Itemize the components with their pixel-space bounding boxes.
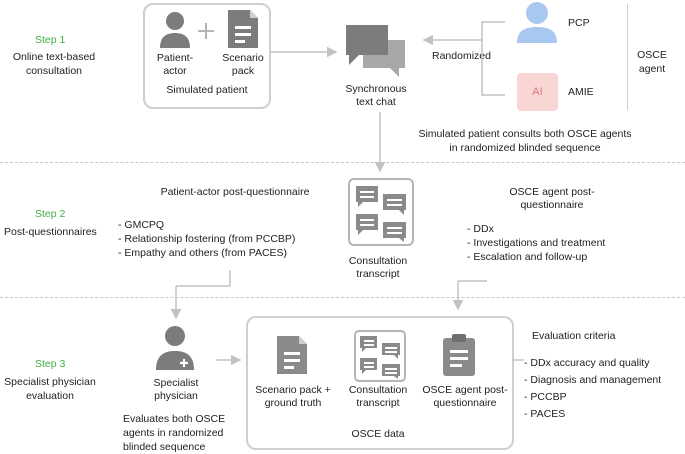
agent-questionnaire-item: Investigations and treatment [467,236,605,250]
simulated-patient-label: Simulated patient [166,84,248,96]
transcript-label: Consultation transcript [348,255,408,280]
criteria-item: DDx accuracy and quality [524,355,661,372]
amie-label: AMIE [568,86,594,98]
scenario-pack-icon [277,336,307,374]
criteria-title: Evaluation criteria [532,330,616,342]
plus-icon [198,23,214,39]
agent-questionnaire-list: DDx Investigations and treatment Escalat… [467,222,605,264]
patient-questionnaire-item: GMCPQ [118,218,295,232]
patient-questionnaire-item: Empathy and others (from PACES) [118,246,295,260]
amie-avatar: AI [517,73,558,111]
synchronous-chat-label: Synchronous text chat [345,83,407,108]
patient-actor-label: Patient-actor [156,52,194,77]
step1-label: Step 1 [35,34,66,46]
step2-label: Step 2 [35,208,66,220]
criteria-item: Diagnosis and management [524,372,661,389]
patient-actor-icon [160,12,190,48]
scenario-truth-label: Scenario pack + ground truth [255,384,331,409]
randomized-label: Randomized [432,50,491,62]
agent-questionnaire-title: OSCE agent post-questionnaire [509,186,595,211]
step1-title: Online text-based consultation [12,51,96,77]
agent-bracket [481,21,505,96]
step1-note: Simulated patient consults both OSCE age… [418,128,632,154]
criteria-item: PCCBP [524,389,661,406]
criteria-list: DDx accuracy and quality Diagnosis and m… [524,355,661,423]
transcript-icon [348,178,414,246]
separator-2 [0,297,685,298]
patient-questionnaire-list: GMCPQ Relationship fostering (from PCCBP… [118,218,295,260]
ai-badge-text: AI [532,86,543,98]
agent-questionnaire-item: Escalation and follow-up [467,250,605,264]
step3-label: Step 3 [35,358,66,370]
specialist-note: Evaluates both OSCE agents in randomized… [123,413,226,453]
patient-questionnaire-item: Relationship fostering (from PCCBP) [118,232,295,246]
clipboard-icon [443,334,475,376]
agent-questionnaire-label: OSCE agent post-questionnaire [422,384,508,409]
specialist-label: Specialist physician [153,377,199,402]
pcp-label: PCP [568,17,590,29]
criteria-item: PACES [524,406,661,423]
step3-transcript-label: Consultation transcript [348,384,408,409]
osce-agent-label: OSCE agent [637,49,667,75]
osce-agent-divider [627,4,628,110]
chat-icon [346,25,405,77]
step2-title: Post-questionnaires [4,226,97,238]
pcp-icon [517,2,557,43]
step3-title: Specialist physician evaluation [4,376,96,402]
agent-questionnaire-item: DDx [467,222,605,236]
osce-data-label: OSCE data [351,428,405,440]
specialist-physician-icon [156,326,194,370]
patient-questionnaire-title: Patient-actor post-questionnaire [160,186,310,198]
transcript-icon-small [354,330,406,382]
scenario-pack-label: Scenario pack [222,52,264,77]
separator-1 [0,162,685,163]
scenario-pack-icon [228,10,258,48]
